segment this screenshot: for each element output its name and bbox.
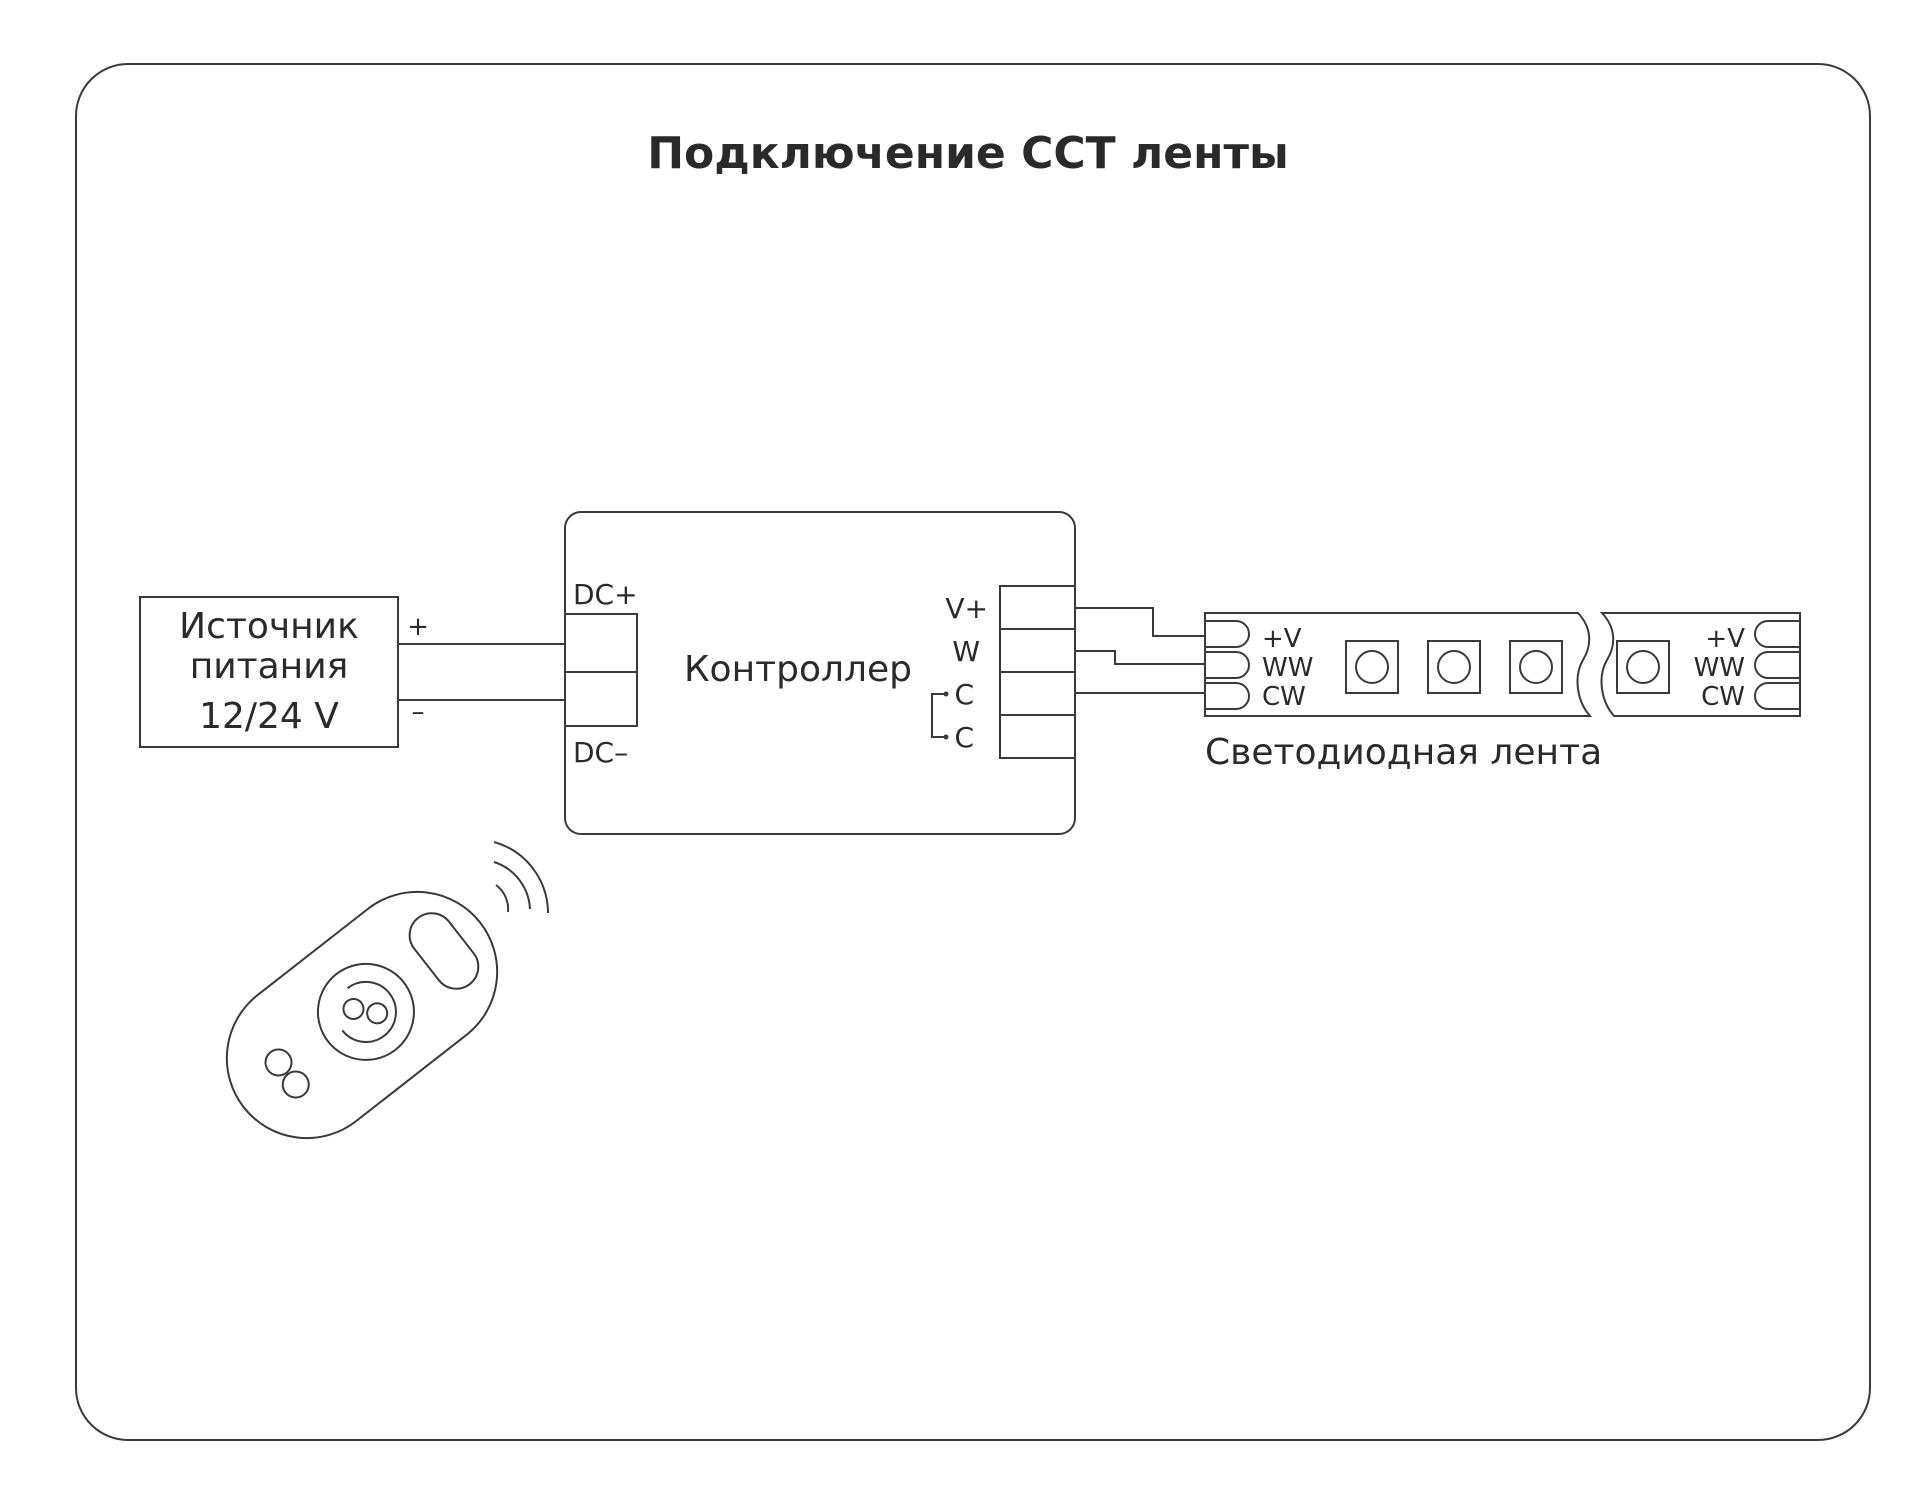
- strip-right-pin-cw: CW: [1701, 682, 1745, 712]
- power-supply-plus-label: +: [407, 612, 429, 642]
- wire-v-plus: [1075, 607, 1205, 637]
- led-strip: +V WW CW +V WW CW Светодиодная лента: [1204, 612, 1801, 773]
- solder-pad-left-1: [1205, 620, 1250, 648]
- wire-w: [1075, 650, 1205, 665]
- led-chip-2: [1427, 640, 1481, 694]
- solder-pad-right-1: [1754, 620, 1800, 648]
- diagram-title: Подключение CCT ленты: [647, 128, 1289, 179]
- led-strip-segment-left: [1204, 612, 1593, 717]
- dc-plus-label: DC+: [573, 578, 638, 611]
- power-supply-box: [139, 596, 399, 748]
- power-supply: Источник питания 12/24 V + –: [139, 596, 429, 748]
- pin-label-w: W: [952, 635, 980, 668]
- led-strip-segment-right: [1599, 612, 1801, 717]
- solder-pad-right-2: [1754, 651, 1800, 679]
- diagram-frame: [75, 63, 1871, 1441]
- led-chip-3: [1509, 640, 1563, 694]
- power-supply-minus-label: –: [412, 697, 425, 727]
- dc-input-terminal: [564, 613, 638, 727]
- strip-left-pin-cw: CW: [1262, 682, 1306, 712]
- controller: DC+ DC– Контроллер V+ W C C: [564, 511, 1076, 835]
- c-pin-dot-1: [943, 691, 949, 697]
- wireless-signal-icon: [493, 841, 549, 914]
- controller-label: Контроллер: [684, 649, 912, 690]
- c-pins-bridge: [931, 693, 945, 738]
- power-supply-voltage: 12/24 V: [199, 696, 339, 737]
- c-pin-dot-2: [943, 734, 949, 740]
- solder-pad-left-3: [1205, 682, 1250, 710]
- pin-label-v-plus: V+: [945, 592, 988, 625]
- solder-pad-right-3: [1754, 682, 1800, 710]
- solder-pad-left-2: [1205, 651, 1250, 679]
- dc-minus-label: DC–: [573, 736, 628, 769]
- remote-control-icon: [225, 890, 499, 1140]
- strip-left-pin-v: +V: [1262, 624, 1302, 654]
- led-strip-label: Светодиодная лента: [1205, 732, 1602, 773]
- pin-label-c1: C: [954, 678, 974, 711]
- strip-right-pin-v: +V: [1705, 624, 1745, 654]
- led-chip-1: [1345, 640, 1399, 694]
- led-chip-4: [1616, 640, 1670, 694]
- power-supply-label-line1: Источник: [179, 606, 359, 647]
- power-supply-label-line2: питания: [190, 646, 349, 687]
- pin-label-c2: C: [954, 721, 974, 754]
- strip-right-pin-ww: WW: [1694, 653, 1745, 683]
- strip-left-pin-ww: WW: [1262, 653, 1313, 683]
